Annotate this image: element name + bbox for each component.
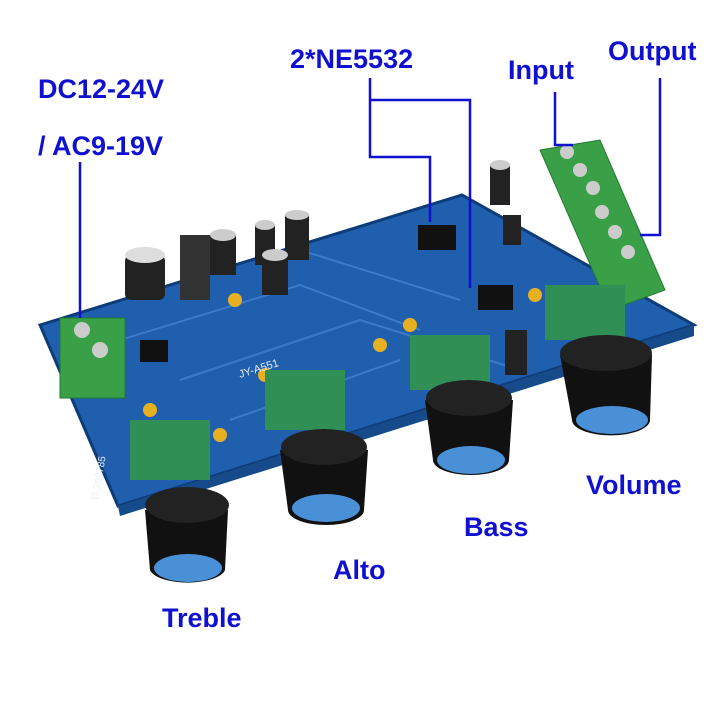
bridge-rectifier	[140, 340, 168, 362]
output-label: Output	[608, 36, 697, 66]
bass-knob	[410, 335, 513, 475]
opamp-label: 2*NE5532	[290, 44, 414, 74]
treble-knob	[130, 420, 229, 583]
pcb-edge	[118, 325, 694, 516]
input-leader	[553, 92, 573, 147]
volume-knob	[545, 285, 652, 436]
treble-label: Treble	[162, 603, 242, 633]
alto-label: Alto	[333, 555, 386, 585]
opamp-leader-2	[370, 98, 472, 288]
power-label-dc: DC12-24V	[38, 74, 165, 104]
output-leader	[640, 78, 662, 237]
input-output-terminal	[539, 139, 666, 311]
volume-label: Volume	[586, 470, 682, 500]
regulator	[180, 235, 210, 300]
opamp-chip-2	[478, 285, 513, 310]
opamp-leader-1	[368, 78, 432, 222]
bass-label: Bass	[464, 512, 529, 542]
electrolytic-capacitors	[125, 160, 527, 375]
power-terminal	[59, 317, 126, 399]
input-label: Input	[508, 55, 574, 85]
opamp-chip-1	[418, 225, 456, 250]
leader-lines	[78, 78, 662, 318]
power-label-ac: / AC9-19V	[38, 131, 164, 161]
alto-knob	[265, 370, 368, 525]
